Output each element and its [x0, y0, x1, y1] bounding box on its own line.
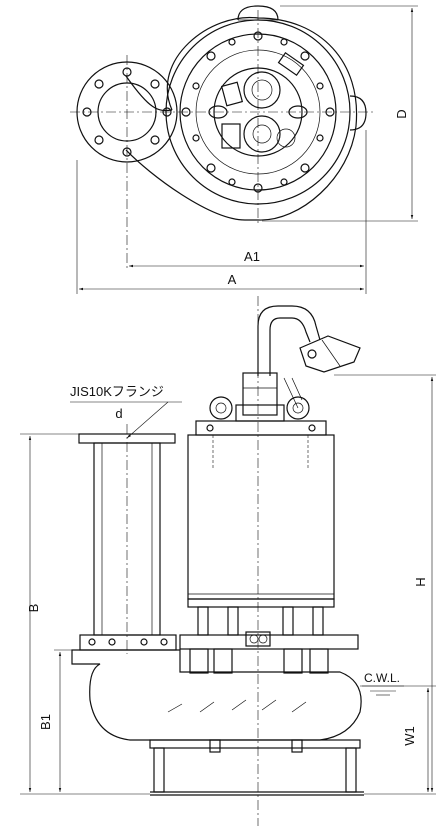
cwl-label: C.W.L.	[364, 671, 400, 685]
plan-view: D A1 A	[70, 5, 418, 294]
dim-A1-label: A1	[244, 249, 260, 264]
dim-d-label: d	[115, 406, 122, 421]
dim-A-label: A	[228, 272, 237, 287]
dim-H-label: H	[413, 577, 428, 586]
dim-W1-label: W1	[402, 726, 417, 746]
dim-B-label: B	[26, 604, 41, 613]
flange-spec-label: JIS10Kフランジ	[70, 384, 164, 399]
dim-D-label: D	[394, 109, 409, 118]
elevation-view: B B1 H W1 C.W.L. JIS10Kフランジ d	[20, 296, 436, 826]
dim-B1-label: B1	[38, 714, 53, 730]
